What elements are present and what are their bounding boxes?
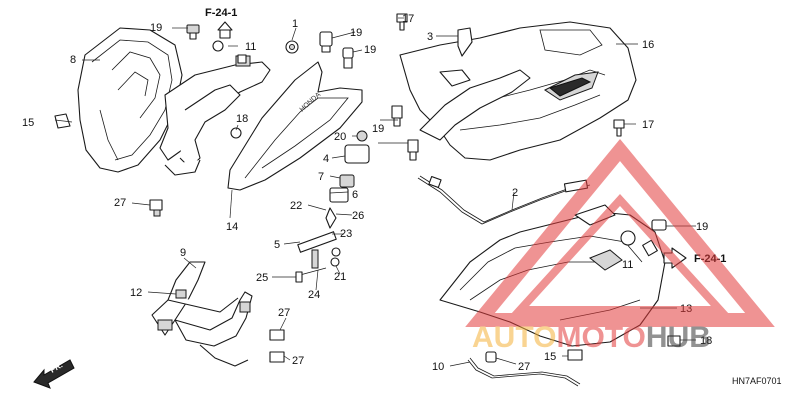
callout-numbers: 1 2 3 4 5 6 7 8 9 10 11 11 12 13 14 15 1… <box>22 13 712 373</box>
callout-18-right: 18 <box>700 335 712 347</box>
bolt-19-top <box>186 24 200 40</box>
bolt-20 <box>356 130 368 142</box>
front-direction-arrow: FR. <box>33 359 75 389</box>
callout-27-low: 27 <box>292 355 304 367</box>
watermark-text-auto: AUTOMOTOHUB <box>472 321 711 354</box>
screw-25 <box>295 271 303 283</box>
callout-27-bottom: 27 <box>518 361 530 373</box>
front-visor-part <box>77 27 183 173</box>
watermark-triangle <box>465 138 775 327</box>
switch-assembly-part <box>297 144 370 276</box>
callout-15-right: 15 <box>544 351 556 363</box>
callout-9: 9 <box>180 247 186 259</box>
clip-19-a <box>319 31 333 53</box>
clip-27-bottom <box>485 351 497 363</box>
center-cowl-part: HONDA <box>227 61 363 191</box>
callout-10: 10 <box>432 361 444 373</box>
bolt-18-upper <box>230 127 242 139</box>
callout-24: 24 <box>308 289 320 301</box>
watermark-part-hub: HUB <box>646 321 711 354</box>
watermark: AUTOMOTOHUB <box>465 138 775 354</box>
grommet-11-right <box>620 230 658 257</box>
callout-19-top-left: 19 <box>150 22 162 34</box>
bolt-27-mid <box>269 329 285 341</box>
watermark-part-auto: AUTO <box>472 321 556 354</box>
watermark-part-moto: MOTO <box>556 321 645 354</box>
nut-21 <box>330 257 340 267</box>
callout-1: 1 <box>292 18 298 30</box>
clip-19-d <box>407 139 419 161</box>
callout-6: 6 <box>352 189 358 201</box>
callout-2: 2 <box>512 187 518 199</box>
clip-3 <box>457 27 473 57</box>
callout-4: 4 <box>323 153 329 165</box>
lower-stay-frame-part <box>151 261 253 367</box>
tank-cover-part <box>399 21 637 161</box>
callout-19-right: 19 <box>696 221 708 233</box>
callout-7: 7 <box>318 171 324 183</box>
callout-17-right: 17 <box>642 119 654 131</box>
lower-rod-part <box>467 357 581 387</box>
bolt-27-left <box>149 199 163 217</box>
screw-17-right <box>613 119 625 137</box>
callout-14: 14 <box>226 221 238 233</box>
callout-11-right: 11 <box>622 259 633 271</box>
callout-5: 5 <box>274 239 280 251</box>
ref-code-top: F-24-1 <box>205 7 237 19</box>
diagram-code: HN7AF0701 <box>732 376 782 386</box>
callout-19-top-mid-low: 19 <box>364 44 376 56</box>
callout-16: 16 <box>642 39 654 51</box>
callout-19-center: 19 <box>372 123 384 135</box>
callout-27-mid: 27 <box>278 307 290 319</box>
clip-19-c <box>391 105 403 127</box>
callout-18-upper: 18 <box>236 113 248 125</box>
clip-19-right <box>651 219 667 231</box>
grommet-11 <box>212 40 247 64</box>
ref-label-top: F-24-1 <box>205 7 237 39</box>
callout-27-left: 27 <box>114 197 126 209</box>
callout-3: 3 <box>427 31 433 43</box>
callout-22: 22 <box>290 200 302 212</box>
collar-1 <box>285 40 299 54</box>
bolt-27-low <box>269 351 285 363</box>
callout-21: 21 <box>334 271 346 283</box>
bolt-18-right <box>667 335 681 347</box>
callout-11-top: 11 <box>245 41 256 53</box>
tank-inner-bracket-part <box>419 69 531 141</box>
callout-15-left: 15 <box>22 117 34 129</box>
clip-19-b <box>342 47 354 69</box>
callout-25: 25 <box>256 272 268 284</box>
callout-12: 12 <box>130 287 142 299</box>
callout-26: 26 <box>352 210 364 222</box>
callout-19-top-mid: 19 <box>350 27 362 39</box>
callout-8: 8 <box>70 54 76 66</box>
callout-23: 23 <box>340 228 352 240</box>
callout-17-top: 17 <box>402 13 414 25</box>
clip-15-right <box>567 349 583 361</box>
callout-20: 20 <box>334 131 346 143</box>
